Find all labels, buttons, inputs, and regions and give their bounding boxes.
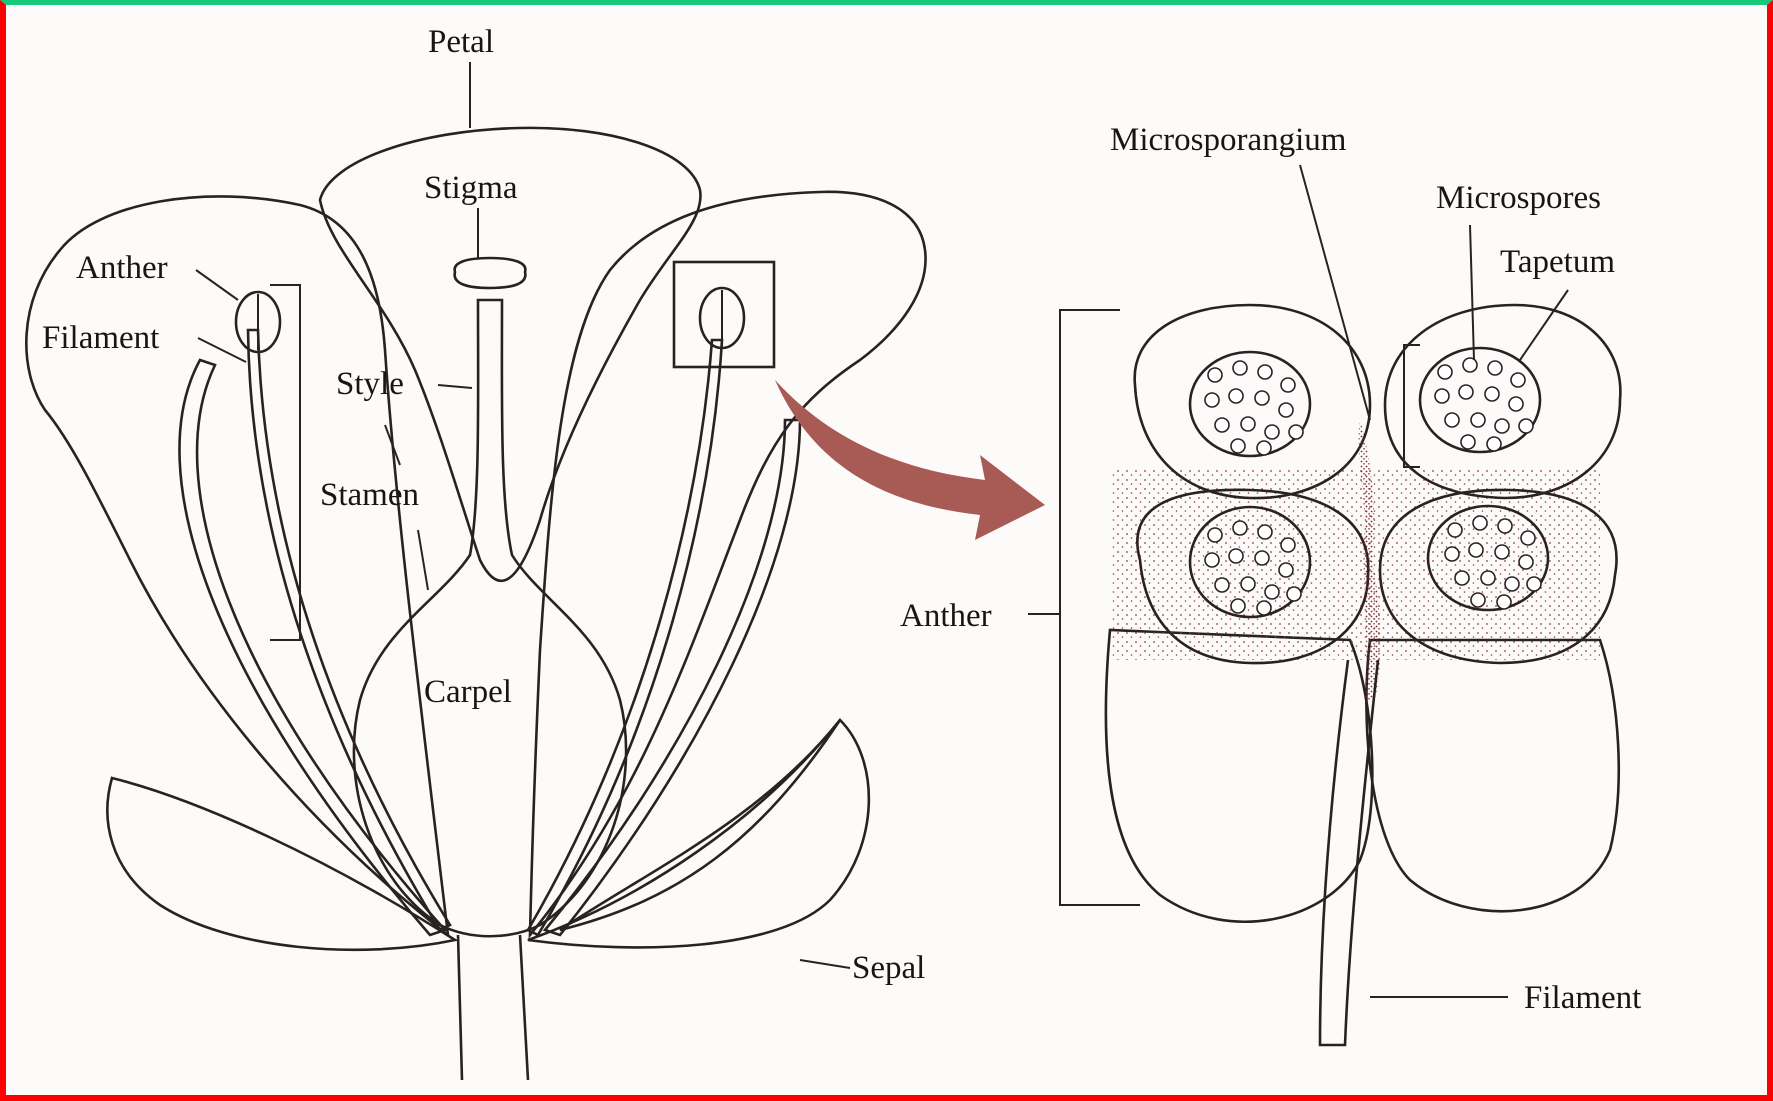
label-stigma: Stigma (424, 170, 518, 206)
pedicel-shape (458, 935, 528, 1080)
stamen-right-outer (545, 420, 800, 935)
flower (26, 62, 925, 1080)
sepal-far-right-shape (560, 720, 840, 930)
label-carpel: Carpel (424, 674, 512, 710)
label-microsporangium: Microsporangium (1110, 122, 1347, 158)
zoom-arrow (775, 380, 1045, 540)
label-anther-left: Anther (76, 250, 168, 286)
petal-left-shape (26, 196, 448, 935)
label-anther-right: Anther (900, 598, 992, 634)
label-sepal: Sepal (852, 950, 925, 986)
anther-lobe-upper-left (1135, 305, 1370, 498)
anther-lobe-lower-right (1366, 640, 1618, 911)
anther-zoom-box (674, 262, 774, 367)
anther-cross-section (1028, 165, 1620, 1045)
label-filament-left: Filament (42, 320, 159, 356)
label-tapetum: Tapetum (1500, 244, 1615, 280)
anther-lobe-lower-left (1106, 630, 1372, 922)
label-petal: Petal (428, 24, 494, 60)
label-style: Style (336, 366, 404, 402)
label-stamen: Stamen (320, 477, 419, 513)
stigma-shape (455, 258, 526, 288)
label-filament-right: Filament (1524, 980, 1641, 1016)
label-microspores: Microspores (1436, 180, 1601, 216)
